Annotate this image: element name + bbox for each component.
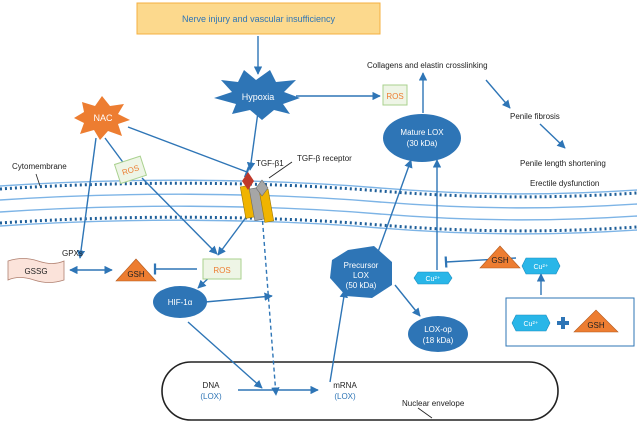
mature-lox-label: Mature LOX — [400, 128, 444, 137]
collagens-label: Collagens and elastin crosslinking — [367, 61, 488, 70]
tgf-beta1-ligand — [242, 172, 254, 190]
cytomembrane-label: Cytomembrane — [12, 162, 67, 171]
gssg-label: GSSG — [24, 267, 47, 276]
hypoxia-burst — [214, 70, 300, 120]
nerve-injury-box — [136, 2, 381, 35]
cytomembrane-pointer — [35, 173, 41, 187]
precursor-lox-node — [330, 246, 392, 298]
hif-1a-node — [153, 286, 207, 318]
gsh-right-triangle — [479, 245, 521, 269]
ros-left-box: ROS — [113, 155, 148, 185]
tgf-receptor-pointer — [268, 161, 293, 179]
gsh-box-label: GSH — [587, 321, 605, 330]
nuclear-envelope-label: Nuclear envelope — [402, 399, 465, 408]
mrna-label: mRNA — [333, 381, 357, 390]
cu-box-badge — [511, 314, 551, 332]
precursor-lox-line3: (50 kDa) — [346, 281, 377, 290]
hif-1a-label: HIF-1α — [168, 298, 193, 307]
tgf-receptor-label: TGF-β receptor — [297, 154, 352, 163]
mrna-lox-label: (LOX) — [334, 392, 356, 401]
nerve-injury-label: Nerve injury and vascular insufficiency — [182, 14, 335, 24]
cu-mid-badge — [413, 271, 453, 285]
gsh-box-triangle — [573, 309, 619, 333]
cu-right-badge — [521, 257, 561, 275]
cu-box-label: Cu²⁺ — [524, 321, 539, 328]
tgf-receptor-head — [255, 179, 269, 197]
nucleus-outline — [161, 361, 559, 421]
gsh-right-label: GSH — [491, 256, 509, 265]
pathway-arrows — [69, 36, 566, 396]
lox-op-label: LOX-op — [424, 325, 452, 334]
plus-icon — [557, 317, 569, 329]
nac-burst — [74, 96, 130, 140]
cu-right-label: Cu²⁺ — [534, 264, 549, 271]
precursor-lox-line2: LOX — [353, 271, 370, 280]
cu-mid-label: Cu²⁺ — [426, 276, 441, 283]
mature-lox-kda: (30 kDa) — [407, 139, 438, 148]
precursor-lox-line1: Precursor — [344, 261, 379, 270]
lox-op-node — [408, 316, 468, 352]
gsh-left-triangle — [115, 258, 157, 282]
penile-fibrosis-label: Penile fibrosis — [510, 112, 560, 121]
cytomembrane-bilayer — [0, 179, 637, 235]
erectile-dysfunction-label: Erectile dysfunction — [530, 179, 599, 188]
nuclear-envelope-pointer — [417, 407, 433, 419]
ros-top-box — [382, 84, 408, 106]
gsh-left-label: GSH — [127, 270, 145, 279]
dna-label: DNA — [203, 381, 221, 390]
mature-lox-node — [383, 114, 461, 162]
dna-lox-label: (LOX) — [200, 392, 222, 401]
tgf-b1-label: TGF-β1 — [256, 159, 284, 168]
tgf-beta-receptor — [239, 185, 275, 223]
hypoxia-label: Hypoxia — [242, 92, 275, 102]
gpxs-label: GPXs — [62, 249, 83, 258]
lox-op-kda: (18 kDa) — [423, 336, 454, 345]
ros-mid-box — [202, 258, 242, 280]
penile-length-label: Penile length shortening — [520, 159, 606, 168]
gssg-banner — [7, 258, 65, 283]
nac-label: NAC — [93, 113, 113, 123]
ros-mid-label: ROS — [213, 266, 230, 275]
ros-top-label: ROS — [386, 92, 403, 101]
